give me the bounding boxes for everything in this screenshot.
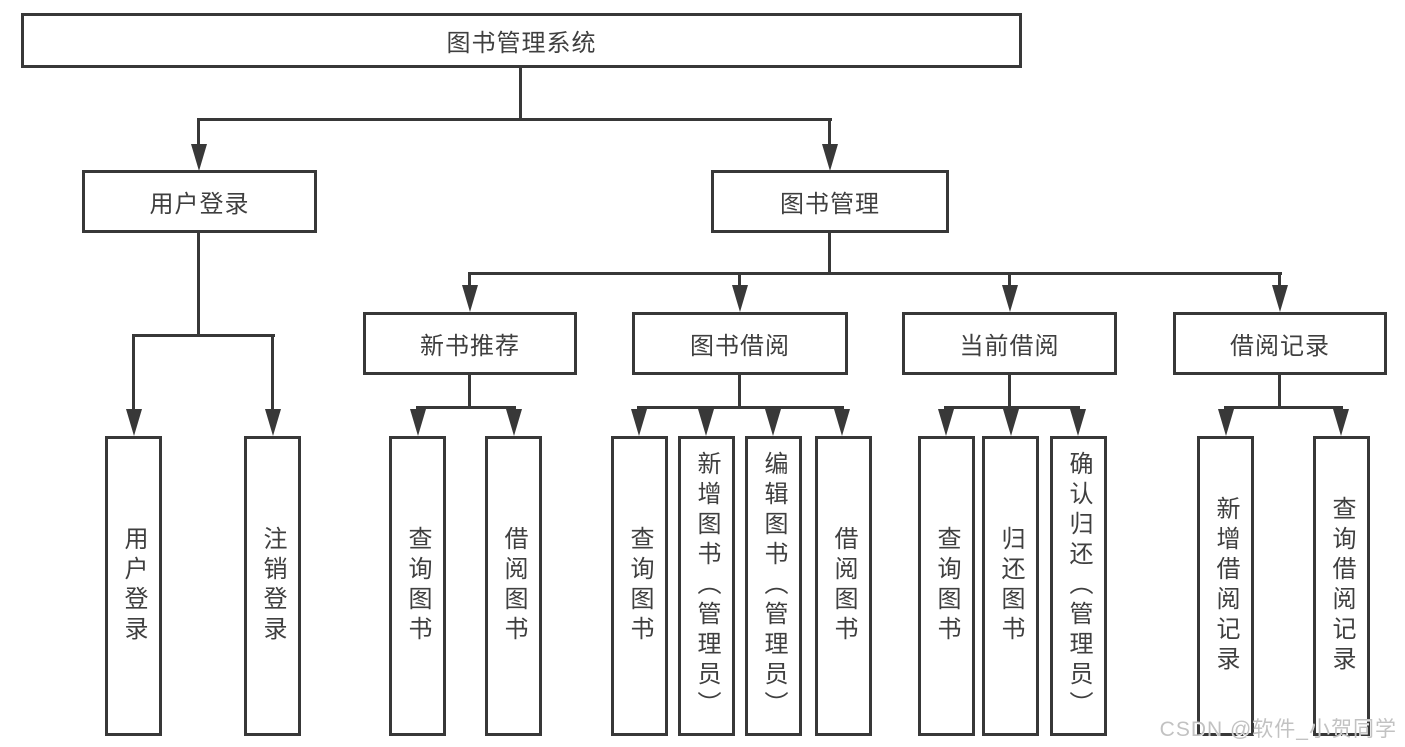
connector-line (1224, 406, 1343, 409)
connector-line (738, 373, 741, 409)
node-borrow-records: 借阅记录 (1173, 312, 1387, 375)
leaf-user-login: 用户登录 (105, 436, 162, 736)
leaf-add-borrow-record: 新增借阅记录 (1197, 436, 1254, 736)
connector-line (944, 406, 1080, 409)
connector-line (468, 373, 471, 409)
connector-line (1278, 373, 1281, 409)
arrow-down-icon (191, 144, 207, 171)
leaf-query-borrow-record: 查询借阅记录 (1313, 436, 1370, 736)
arrow-down-icon (265, 409, 281, 436)
connector-line (468, 272, 471, 288)
connector-line (197, 231, 200, 337)
node-book-management: 图书管理 (711, 170, 949, 233)
connector-line (828, 231, 831, 275)
leaf-confirm-return-admin: 确认归还（管理员） (1050, 436, 1107, 736)
arrow-down-icon (462, 285, 478, 312)
connector-line (1008, 373, 1011, 409)
node-user-login: 用户登录 (82, 170, 317, 233)
leaf-query-books-recommend: 查询图书 (389, 436, 446, 736)
node-new-book-recommend: 新书推荐 (363, 312, 577, 375)
arrow-down-icon (938, 409, 954, 436)
arrow-down-icon (1003, 409, 1019, 436)
arrow-down-icon (698, 409, 714, 436)
leaf-return-book: 归还图书 (982, 436, 1039, 736)
arrow-down-icon (1333, 409, 1349, 436)
connector-line (271, 334, 274, 412)
connector-line (197, 118, 200, 148)
leaf-query-books-current: 查询图书 (918, 436, 975, 736)
arrow-down-icon (410, 409, 426, 436)
leaf-borrow-books: 借阅图书 (815, 436, 872, 736)
arrow-down-icon (732, 285, 748, 312)
arrow-down-icon (1070, 409, 1086, 436)
connector-line (197, 118, 832, 121)
connector-line (1008, 272, 1011, 288)
connector-line (637, 406, 844, 409)
connector-line (828, 118, 831, 148)
connector-line (132, 334, 135, 412)
connector-line (519, 66, 522, 119)
connector-line (468, 272, 1282, 275)
arrow-down-icon (506, 409, 522, 436)
node-current-borrow: 当前借阅 (902, 312, 1117, 375)
arrow-down-icon (822, 144, 838, 171)
connector-line (1278, 272, 1281, 288)
leaf-edit-book-admin: 编辑图书（管理员） (745, 436, 802, 736)
node-book-borrow: 图书借阅 (632, 312, 848, 375)
leaf-logout: 注销登录 (244, 436, 301, 736)
arrow-down-icon (1218, 409, 1234, 436)
arrow-down-icon (765, 409, 781, 436)
arrow-down-icon (631, 409, 647, 436)
connector-line (132, 334, 275, 337)
connector-line (416, 406, 516, 409)
node-root: 图书管理系统 (21, 13, 1022, 68)
leaf-query-books-borrow: 查询图书 (611, 436, 668, 736)
leaf-borrow-books-recommend: 借阅图书 (485, 436, 542, 736)
arrow-down-icon (1272, 285, 1288, 312)
arrow-down-icon (1002, 285, 1018, 312)
connector-line (738, 272, 741, 288)
arrow-down-icon (126, 409, 142, 436)
csdn-watermark: CSDN @软件_小贺同学 (1159, 718, 1397, 741)
arrow-down-icon (834, 409, 850, 436)
leaf-add-book-admin: 新增图书（管理员） (678, 436, 735, 736)
